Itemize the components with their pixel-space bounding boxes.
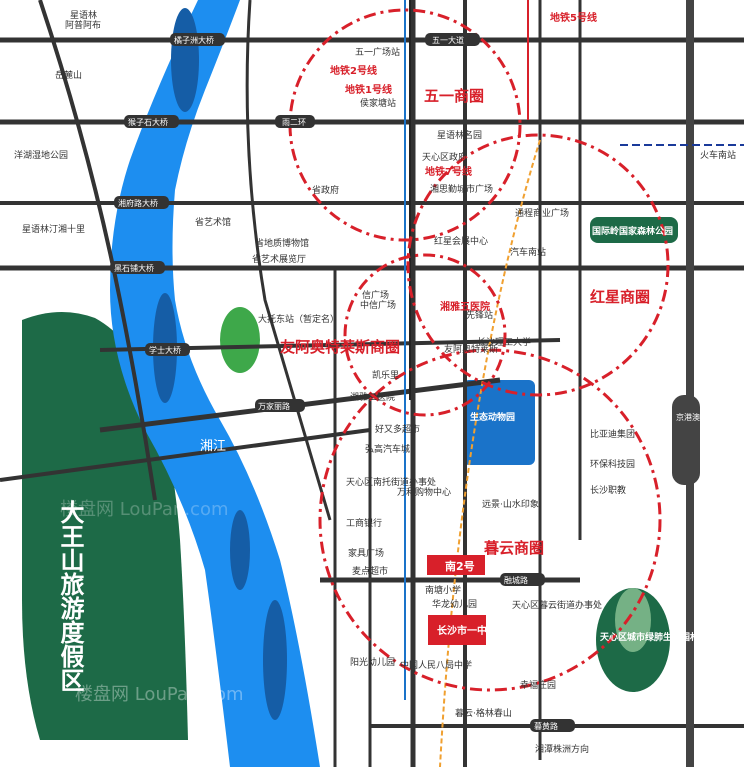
svg-text:中信广场: 中信广场 bbox=[360, 299, 396, 311]
svg-text:洋湖湿地公园: 洋湖湿地公园 bbox=[14, 149, 68, 161]
svg-text:家具广场: 家具广场 bbox=[348, 547, 384, 559]
project-marker bbox=[427, 555, 485, 575]
svg-text:先锋站: 先锋站 bbox=[466, 309, 493, 321]
dawangshan-label: 大王山旅游度假区 bbox=[56, 500, 84, 692]
svg-text:南塘小学: 南塘小学 bbox=[425, 584, 461, 596]
metro-label-5: 地铁5号线 bbox=[550, 11, 597, 24]
svg-text:幸福庄园: 幸福庄园 bbox=[520, 679, 556, 691]
svg-text:长沙职教: 长沙职教 bbox=[590, 484, 626, 496]
circle-label-youa: 友阿奥特莱斯商圈 bbox=[280, 338, 400, 356]
svg-text:阳光幼儿园: 阳光幼儿园 bbox=[350, 656, 395, 668]
svg-text:长沙理工大学: 长沙理工大学 bbox=[477, 336, 531, 348]
svg-text:星语林名园: 星语林名园 bbox=[437, 129, 482, 141]
svg-text:五一广场站: 五一广场站 bbox=[355, 46, 400, 58]
svg-text:五一大道: 五一大道 bbox=[432, 35, 464, 45]
svg-text:天心区暮云街道办事处: 天心区暮云街道办事处 bbox=[512, 599, 602, 611]
national-forest-park bbox=[590, 217, 678, 243]
svg-text:湘思勤城市广场: 湘思勤城市广场 bbox=[430, 183, 493, 195]
metro-label-7: 地铁7号线 bbox=[425, 165, 472, 178]
road-labels: 橘子洲大桥 猴子石大桥 湘府路大桥 黑石铺大桥 学士大桥 万家丽路 雨二环 五一… bbox=[110, 33, 575, 732]
ezhou-village bbox=[230, 510, 250, 590]
juzizhou-island bbox=[171, 8, 199, 112]
svg-text:万家丽路: 万家丽路 bbox=[258, 401, 290, 411]
river-label: 湘江 bbox=[200, 439, 226, 454]
svg-text:岳麓山: 岳麓山 bbox=[55, 69, 82, 81]
svg-text:信广场: 信广场 bbox=[362, 289, 389, 301]
tianxin-park-label: 天心区城市绿肺生态园林 bbox=[600, 631, 700, 643]
svg-text:省艺术馆: 省艺术馆 bbox=[195, 216, 231, 228]
svg-text:天心区南托街道办事处: 天心区南托街道办事处 bbox=[346, 476, 436, 488]
svg-text:火车南站: 火车南站 bbox=[700, 149, 736, 161]
svg-text:省地质博物馆: 省地质博物馆 bbox=[255, 237, 309, 249]
zoo-label: 生态动物园 bbox=[470, 411, 515, 423]
svg-text:侯家塘站: 侯家塘站 bbox=[360, 97, 396, 109]
watermark: 楼盘网 LouPan.com bbox=[60, 499, 229, 520]
svg-text:阿普阿布: 阿普阿布 bbox=[65, 19, 101, 31]
svg-text:远景·山水印象: 远景·山水印象 bbox=[482, 498, 539, 510]
svg-text:融城路: 融城路 bbox=[504, 575, 528, 585]
svg-text:麦点超市: 麦点超市 bbox=[352, 565, 388, 577]
svg-text:红星会展中心: 红星会展中心 bbox=[434, 235, 488, 247]
metro-label-2: 地铁2号线 bbox=[330, 64, 377, 77]
svg-text:暮黄路: 暮黄路 bbox=[534, 721, 558, 731]
svg-text:中国人民八局中学: 中国人民八局中学 bbox=[400, 659, 472, 671]
svg-text:猴子石大桥: 猴子石大桥 bbox=[128, 117, 168, 127]
svg-text:好又多超市: 好又多超市 bbox=[375, 423, 420, 435]
svg-text:弘高汽车城: 弘高汽车城 bbox=[365, 443, 410, 455]
svg-text:天心区政府: 天心区政府 bbox=[422, 151, 467, 163]
svg-text:万利购物中心: 万利购物中心 bbox=[397, 486, 451, 498]
svg-text:省政府: 省政府 bbox=[312, 184, 339, 196]
hospital-label: 湘雅五医院 bbox=[440, 300, 490, 313]
circle-label-muyun: 暮云商圈 bbox=[483, 539, 544, 557]
svg-text:橘子洲大桥: 橘子洲大桥 bbox=[174, 35, 214, 45]
school-label: 长沙市一中 bbox=[437, 624, 487, 637]
svg-text:通程商业广场: 通程商业广场 bbox=[515, 207, 569, 219]
svg-text:环保科技园: 环保科技园 bbox=[590, 458, 635, 470]
school-marker bbox=[428, 615, 486, 645]
svg-text:星语林: 星语林 bbox=[70, 9, 97, 21]
svg-text:比亚迪集团: 比亚迪集团 bbox=[590, 428, 635, 440]
project-label: 南2号 bbox=[445, 559, 475, 573]
svg-text:大托东站（暂定名）: 大托东站（暂定名） bbox=[258, 313, 339, 325]
svg-text:汽车南站: 汽车南站 bbox=[510, 246, 546, 258]
national-forest-label: 国际岭国家森林公园 bbox=[592, 225, 673, 237]
svg-text:学士大桥: 学士大桥 bbox=[149, 345, 181, 355]
svg-text:湘潭株洲方向: 湘潭株洲方向 bbox=[535, 743, 589, 755]
svg-text:雨二环: 雨二环 bbox=[282, 118, 306, 127]
watermark-2: 楼盘网 LouPan.com bbox=[75, 684, 244, 705]
circle-label-wuyi: 五一商圈 bbox=[424, 87, 484, 105]
svg-text:工商银行: 工商银行 bbox=[346, 517, 382, 529]
svg-text:暮云·格林春山: 暮云·格林春山 bbox=[455, 707, 512, 719]
xingma-village bbox=[263, 600, 287, 720]
svg-text:省艺术展览厅: 省艺术展览厅 bbox=[252, 253, 306, 265]
svg-text:湘雅二医院: 湘雅二医院 bbox=[350, 391, 395, 403]
svg-text:星语林汀湘十里: 星语林汀湘十里 bbox=[22, 223, 85, 235]
place-labels: 星语林 阿普阿布 岳麓山 洋湖湿地公园 星语林汀湘十里 省艺术馆 省地质博物馆 … bbox=[14, 9, 736, 755]
svg-text:华龙幼儿园: 华龙幼儿园 bbox=[432, 598, 477, 610]
circle-label-hongxing: 红星商圈 bbox=[590, 288, 650, 306]
metro-label-1: 地铁1号线 bbox=[345, 83, 392, 96]
svg-text:凯乐里: 凯乐里 bbox=[372, 369, 399, 381]
svg-text:黑石铺大桥: 黑石铺大桥 bbox=[114, 263, 154, 273]
svg-text:友阿奥特莱斯: 友阿奥特莱斯 bbox=[444, 343, 498, 355]
highway-label: 京港澳高速 bbox=[676, 412, 716, 422]
xiang-river bbox=[110, 0, 320, 767]
jiefang-park bbox=[220, 307, 260, 373]
ecological-zoo bbox=[463, 380, 535, 465]
svg-text:湘府路大桥: 湘府路大桥 bbox=[118, 198, 158, 208]
